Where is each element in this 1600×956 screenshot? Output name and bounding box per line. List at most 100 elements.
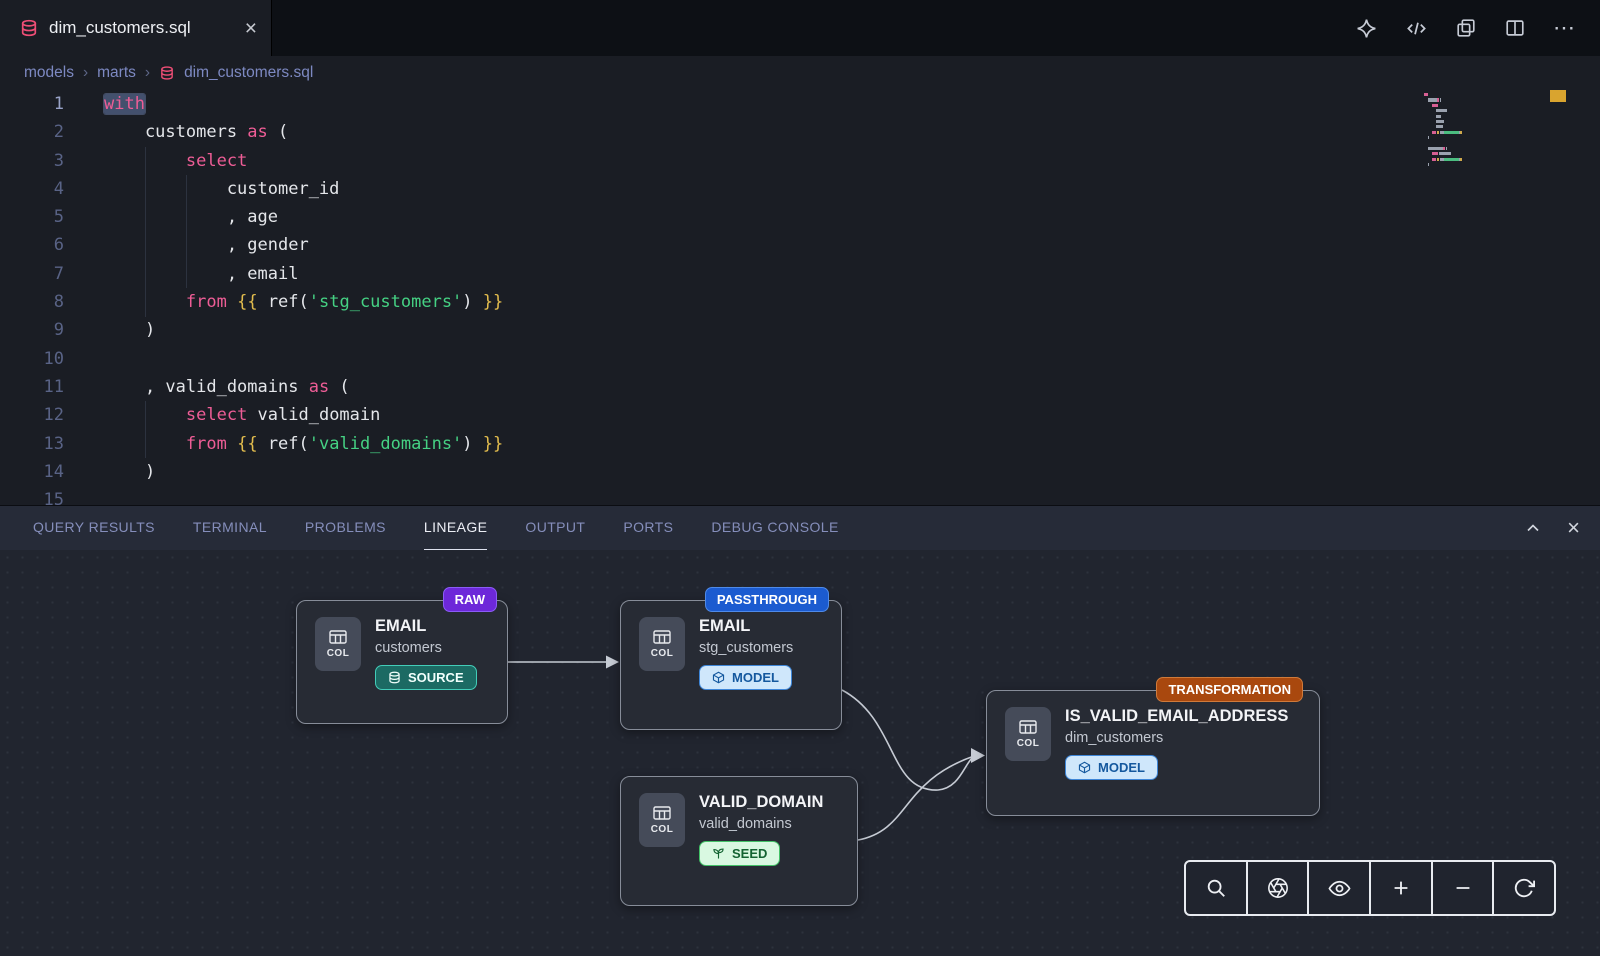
lineage-canvas[interactable]: RAW COL EMAIL customers SOURCE PASSTHROU…	[0, 550, 1600, 956]
line-number: 7	[0, 260, 64, 288]
code-line: 6 , gender	[0, 231, 1600, 259]
code-editor[interactable]: 1with2 customers as (3 select4 customer_…	[0, 90, 1600, 505]
breadcrumb-file[interactable]: dim_customers.sql	[184, 64, 313, 82]
refresh-icon	[1513, 877, 1535, 899]
visibility-button[interactable]	[1309, 862, 1371, 914]
minimap-line	[1424, 158, 1534, 161]
node-subtitle: stg_customers	[699, 640, 793, 656]
line-number: 14	[0, 458, 64, 486]
lineage-node-dim-customers[interactable]: TRANSFORMATION COL IS_VALID_EMAIL_ADDRES…	[986, 690, 1320, 816]
minimap-line	[1424, 152, 1534, 155]
minimap-line	[1424, 93, 1534, 96]
line-number: 3	[0, 147, 64, 175]
code-text: customers as (	[64, 118, 288, 146]
badge-label: MODEL	[732, 670, 779, 685]
code-text: )	[64, 458, 155, 486]
minimap-line	[1424, 115, 1534, 118]
code-text: from {{ ref('valid_domains') }}	[64, 430, 503, 458]
breadcrumb-models[interactable]: models	[24, 64, 74, 82]
panel-close-icon[interactable]: ×	[1567, 517, 1580, 539]
panel-tab-problems[interactable]: PROBLEMS	[305, 506, 386, 551]
code-text: select valid_domain	[64, 401, 380, 429]
tile-label: COL	[1017, 738, 1040, 749]
aperture-button[interactable]	[1248, 862, 1310, 914]
lineage-node-valid-domains[interactable]: COL VALID_DOMAIN valid_domains SEED	[620, 776, 858, 906]
tile-label: COL	[651, 824, 674, 835]
indent-guide	[145, 401, 146, 458]
zoom-out-button[interactable]	[1433, 862, 1495, 914]
indent-guide	[186, 175, 187, 288]
code-text: from {{ ref('stg_customers') }}	[64, 288, 503, 316]
eye-icon	[1328, 877, 1351, 900]
more-actions-icon[interactable]: ⋯	[1553, 17, 1576, 39]
compile-code-icon[interactable]	[1405, 17, 1428, 40]
lineage-node-stg-customers[interactable]: PASSTHROUGH COL EMAIL stg_customers MODE…	[620, 600, 842, 730]
code-line: 9 )	[0, 316, 1600, 344]
minus-icon	[1452, 877, 1474, 899]
node-subtitle: customers	[375, 640, 477, 656]
editor-tab-bar: dim_customers.sql × ⋯	[0, 0, 1600, 56]
extension-icon[interactable]	[1355, 17, 1378, 40]
panel-tab-ports[interactable]: PORTS	[623, 506, 673, 551]
panel-tab-terminal[interactable]: TERMINAL	[193, 506, 267, 551]
code-text	[64, 486, 104, 505]
node-title: IS_VALID_EMAIL_ADDRESS	[1065, 707, 1288, 726]
code-line: 11 , valid_domains as (	[0, 373, 1600, 401]
lineage-node-customers[interactable]: RAW COL EMAIL customers SOURCE	[296, 600, 508, 724]
code-line: 15	[0, 486, 1600, 505]
code-line: 5 , age	[0, 203, 1600, 231]
tab-close-icon[interactable]: ×	[245, 18, 257, 39]
minimap-line	[1424, 131, 1534, 134]
minimap-line	[1424, 147, 1534, 150]
breadcrumb-marts[interactable]: marts	[97, 64, 136, 82]
zoom-in-button[interactable]	[1371, 862, 1433, 914]
model-badge: MODEL	[1065, 755, 1158, 780]
code-text: with	[64, 90, 145, 118]
passthrough-tag: PASSTHROUGH	[705, 587, 829, 612]
breadcrumb-separator: ›	[145, 64, 150, 82]
minimap-line	[1424, 168, 1534, 171]
overview-ruler-marker	[1550, 90, 1566, 102]
minimap-line	[1424, 163, 1534, 166]
refresh-button[interactable]	[1494, 862, 1554, 914]
minimap-line	[1424, 104, 1534, 107]
preview-panel-icon[interactable]	[1455, 17, 1477, 39]
code-text: , email	[64, 260, 298, 288]
source-badge: SOURCE	[375, 665, 477, 690]
code-line: 1with	[0, 90, 1600, 118]
badge-label: MODEL	[1098, 760, 1145, 775]
tab-title: dim_customers.sql	[49, 18, 191, 38]
code-line: 14 )	[0, 458, 1600, 486]
code-text: , age	[64, 203, 278, 231]
split-editor-icon[interactable]	[1504, 17, 1526, 39]
panel-actions: ×	[1523, 517, 1580, 539]
search-button[interactable]	[1186, 862, 1248, 914]
panel-tab-query-results[interactable]: QUERY RESULTS	[33, 506, 155, 551]
panel-tab-output[interactable]: OUTPUT	[525, 506, 585, 551]
code-line: 10	[0, 345, 1600, 373]
tab-dim-customers[interactable]: dim_customers.sql ×	[0, 0, 272, 56]
minimap[interactable]	[1424, 93, 1534, 174]
database-icon	[160, 66, 175, 81]
indent-guide	[145, 147, 146, 317]
cube-icon	[1078, 761, 1091, 774]
breadcrumb: models › marts › dim_customers.sql	[0, 56, 1600, 90]
panel-tab-debug-console[interactable]: DEBUG CONSOLE	[711, 506, 838, 551]
line-number: 1	[0, 90, 64, 118]
panel-collapse-icon[interactable]	[1523, 518, 1543, 538]
database-icon	[20, 19, 38, 37]
panel-tab-lineage[interactable]: LINEAGE	[424, 506, 488, 551]
tile-label: COL	[327, 648, 350, 659]
node-title: EMAIL	[375, 617, 477, 636]
database-icon	[388, 671, 401, 684]
line-number: 9	[0, 316, 64, 344]
line-number: 15	[0, 486, 64, 505]
panel-tab-bar: QUERY RESULTS TERMINAL PROBLEMS LINEAGE …	[0, 505, 1600, 550]
raw-tag: RAW	[443, 587, 497, 612]
code-line: 8 from {{ ref('stg_customers') }}	[0, 288, 1600, 316]
aperture-icon	[1267, 877, 1289, 899]
column-icon: COL	[315, 617, 361, 671]
plus-icon	[1390, 877, 1412, 899]
column-icon: COL	[639, 617, 685, 671]
